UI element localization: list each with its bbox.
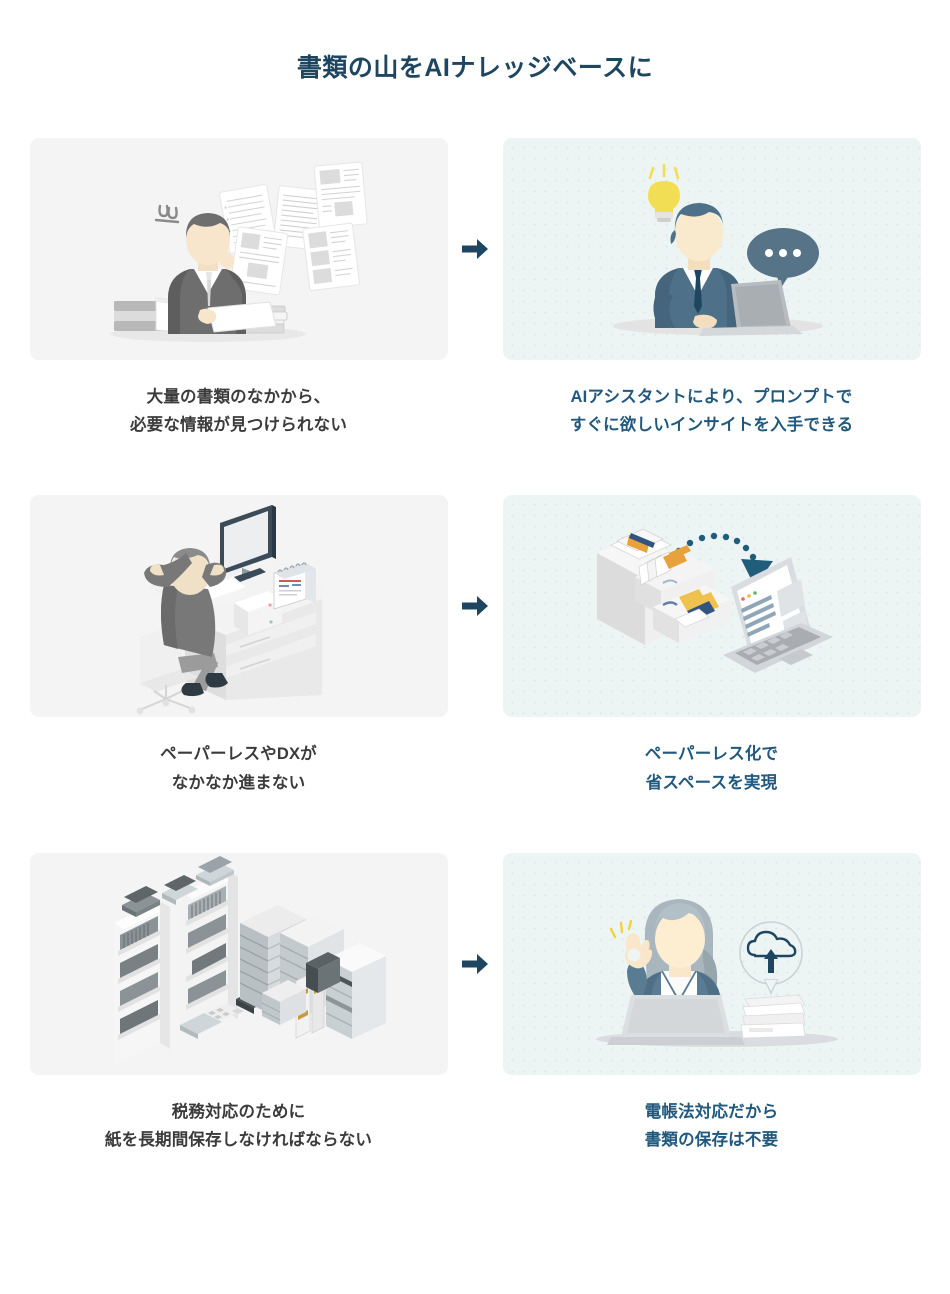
caption-line: ペーパーレスやDXが: [160, 745, 317, 764]
right-arrow-icon: [462, 238, 488, 259]
caption-line: 書類の保存は不要: [644, 1131, 779, 1150]
comparison-row-paperless: ペーパーレスやDXが なかなか進まない: [29, 495, 921, 797]
before-column-paperless: ペーパーレスやDXが なかなか進まない: [29, 495, 448, 797]
illustration-panel-stressed-businessman: [29, 137, 448, 360]
stressed-businessman-with-flying-documents-illustration: [109, 161, 368, 342]
comparison-row-storage: 税務対応のために 紙を長期間保存しなければならない: [29, 853, 921, 1155]
arrow-cell-search: [448, 138, 503, 360]
caption-line: AIアシスタントにより、プロンプトで: [570, 387, 853, 406]
illustration-panel-digitization: [502, 495, 921, 718]
caption-after-search: AIアシスタントにより、プロンプトで すぐに欲しいインサイトを入手できる: [503, 383, 921, 440]
caption-after-paperless: ペーパーレス化で 省スペースを実現: [503, 740, 921, 797]
caption-after-storage: 電帳法対応だから 書類の保存は不要: [503, 1098, 921, 1155]
comparison-rows: 大量の書類のなかから、 必要な情報が見つけられない: [0, 137, 950, 1155]
illustration-panel-ai-assistant: [502, 137, 921, 360]
arrow-cell-storage: [448, 853, 503, 1075]
illustration-panel-bookshelves: [29, 853, 448, 1075]
caption-line: 紙を長期間保存しなければならない: [104, 1131, 373, 1150]
filing-cabinet-digitized-to-laptop-illustration: [596, 528, 833, 674]
upload-arrow-icon: [763, 949, 778, 973]
before-column-search: 大量の書類のなかから、 必要な情報が見つけられない: [29, 137, 448, 440]
caption-before-storage: 税務対応のために 紙を長期間保存しなければならない: [30, 1098, 448, 1155]
after-column-search: AIアシスタントにより、プロンプトで すぐに欲しいインサイトを入手できる: [502, 137, 921, 440]
caption-before-paperless: ペーパーレスやDXが なかなか進まない: [30, 740, 448, 797]
illustration-panel-cloud-storage: [502, 853, 921, 1075]
caption-line: 大量の書類のなかから、: [146, 387, 331, 406]
paper-stack: [740, 994, 806, 1039]
arrow-cell-paperless: [448, 495, 503, 717]
caption-line: ペーパーレス化で: [644, 745, 779, 764]
ok-hand-gesture: [624, 933, 652, 969]
caption-line: 電帳法対応だから: [644, 1103, 779, 1121]
caption-line: 必要な情報が見つけられない: [129, 415, 348, 434]
page-title: 書類の山をAIナレッジベースに: [296, 54, 654, 82]
sparkle-icon: [609, 919, 632, 939]
right-arrow-icon: [462, 954, 488, 974]
caption-line: 税務対応のために: [171, 1103, 306, 1121]
woman-with-laptop-and-cloud-upload-illustration: [595, 899, 838, 1047]
bookshelves-and-document-stacks-illustration: [113, 856, 386, 1065]
dotted-arc-arrow-icon: [675, 533, 773, 588]
caption-line: 省スペースを実現: [645, 773, 778, 792]
cloud-upload-bubble: [738, 921, 803, 995]
caption-line: すぐに欲しいインサイトを入手できる: [569, 415, 854, 434]
caption-line: なかなか進まない: [171, 773, 306, 792]
before-column-storage: 税務対応のために 紙を長期間保存しなければならない: [29, 853, 448, 1155]
after-column-storage: 電帳法対応だから 書類の保存は不要: [502, 853, 921, 1155]
illustration-panel-frustrated-desk-worker: [29, 495, 448, 718]
comparison-row-search: 大量の書類のなかから、 必要な情報が見つけられない: [29, 137, 921, 440]
after-column-paperless: ペーパーレス化で 省スペースを実現: [502, 495, 921, 797]
businessman-with-laptop-lightbulb-chat-bubble-illustration: [612, 163, 823, 336]
right-arrow-icon: [462, 596, 488, 617]
frustrated-worker-at-isometric-desk-illustration: [136, 505, 322, 715]
chat-bubble-icon: [746, 227, 819, 288]
caption-before-search: 大量の書類のなかから、 必要な情報が見つけられない: [30, 383, 448, 440]
